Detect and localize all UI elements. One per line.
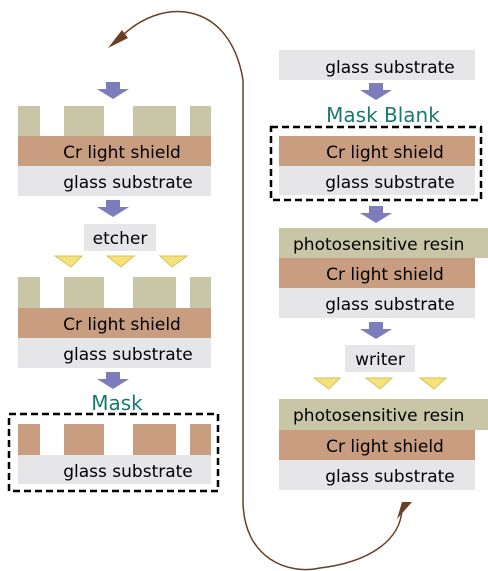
- triangle-beam-icon: [105, 255, 136, 268]
- cr-layer: [279, 136, 475, 166]
- resin-pattern-block: [133, 277, 176, 308]
- cr-pattern-block: [64, 424, 104, 455]
- mask-frame: [7, 412, 220, 493]
- cr-pattern-block: [18, 424, 40, 455]
- stack-mask: glass substrate: [18, 424, 211, 484]
- writer-label: writer: [355, 350, 405, 370]
- glass-label: glass substrate: [325, 467, 455, 487]
- cr-layer: [18, 136, 211, 166]
- triangle-beam-icon: [158, 255, 189, 268]
- resin-layer: [279, 399, 488, 430]
- glass-layer: [279, 166, 475, 195]
- resin-pattern-block: [133, 106, 176, 136]
- glass-layer: [279, 50, 475, 80]
- down-arrow-icon: [97, 372, 129, 389]
- resin-label: photosensitive resin: [293, 406, 464, 426]
- triangle-beam-icon: [53, 255, 84, 268]
- triangle-beam-icon: [312, 377, 342, 390]
- stack-etching: Cr light shield glass substrate: [18, 277, 211, 368]
- glass-label: glass substrate: [63, 345, 193, 365]
- resin-layer: [279, 228, 488, 258]
- glass-label: glass substrate: [325, 295, 455, 315]
- cr-pattern-block: [190, 424, 211, 455]
- cr-pattern-block: [133, 424, 176, 455]
- resin-pattern-block: [18, 277, 40, 308]
- glass-layer: [279, 288, 475, 318]
- triangle-beam-icon: [418, 377, 448, 390]
- resin-pattern-block: [190, 106, 211, 136]
- down-arrow-icon: [97, 82, 129, 99]
- cr-label: Cr light shield: [63, 143, 181, 163]
- writer-box: [345, 345, 415, 372]
- glass-label: glass substrate: [325, 173, 455, 193]
- etcher-label: etcher: [93, 229, 148, 249]
- cr-label: Cr light shield: [63, 315, 181, 335]
- glass-label: glass substrate: [63, 462, 193, 482]
- resin-pattern-block: [64, 106, 104, 136]
- flow-curve: [117, 10, 403, 571]
- down-arrow-icon: [360, 83, 392, 100]
- mask-title: Mask: [91, 391, 143, 415]
- cr-label: Cr light shield: [326, 143, 444, 163]
- cr-label: Cr light shield: [326, 437, 444, 457]
- resin-pattern-block: [190, 277, 211, 308]
- glass-layer: [18, 338, 211, 368]
- triangle-beam-icon: [364, 377, 394, 390]
- curve-arrowhead-bottom-icon: [397, 502, 412, 519]
- glass-layer: [18, 166, 211, 196]
- curve-arrowhead-top-icon: [108, 30, 128, 48]
- resin-label: photosensitive resin: [293, 235, 464, 255]
- down-arrow-icon: [360, 322, 392, 339]
- resin-pattern-block: [18, 106, 40, 136]
- mask-blank-frame: [269, 125, 483, 202]
- cr-layer: [18, 308, 211, 338]
- cr-layer: [279, 258, 475, 288]
- glass-layer: [18, 455, 211, 484]
- glass-layer: [279, 460, 475, 490]
- cr-label: Cr light shield: [326, 265, 444, 285]
- resin-pattern-block: [64, 277, 104, 308]
- stack-written: Cr light shield glass substrate: [18, 106, 211, 196]
- mask-blank-title: Mask Blank: [326, 103, 440, 127]
- etcher-box: [84, 224, 156, 251]
- down-arrow-icon: [360, 206, 392, 223]
- glass-label: glass substrate: [325, 58, 455, 78]
- glass-label: glass substrate: [63, 173, 193, 193]
- cr-layer: [279, 430, 475, 460]
- down-arrow-icon: [97, 200, 129, 217]
